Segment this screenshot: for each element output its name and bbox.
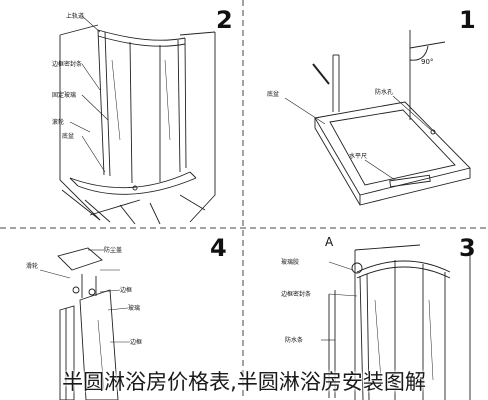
tray-leveling-drawing (284, 30, 471, 206)
sealing-drawing (321, 244, 471, 400)
panel-step-3: 3 A 玻璃胶 边框密封条 防水条 (281, 234, 476, 400)
frame-assembly-drawing (39, 247, 130, 400)
label-roller: 滚轮 (52, 118, 64, 126)
shower-enclosure-drawing (59, 15, 216, 225)
label-spirit-level: 水平尺 (349, 152, 367, 160)
panel-step-4: 4 防尘盖 滑轮 边框 玻璃 边框 (26, 234, 227, 400)
step-number-3: 3 (459, 234, 476, 262)
label-dust-cap: 防尘盖 (104, 246, 122, 254)
label-base-tray: 底盆 (62, 132, 74, 140)
label-waterproof-strip: 防水条 (285, 336, 303, 344)
label-drain-hole: 防水孔 (375, 88, 393, 96)
label-frame-side: 边框 (130, 338, 142, 346)
angle-label: 90° (421, 58, 433, 66)
label-fixed-glass: 固定玻璃 (52, 91, 76, 99)
label-glass: 玻璃 (128, 304, 140, 312)
panel-step-2: 2 上轨道 边框密封条 固定玻璃 滚轮 底盆 (52, 6, 233, 225)
label-base-tray: 底盆 (267, 90, 279, 98)
marker-a: A (325, 235, 334, 249)
label-frame-seal: 边框密封条 (281, 290, 311, 298)
label-top-rail: 上轨道 (66, 12, 84, 20)
label-silicone: 玻璃胶 (281, 258, 299, 266)
label-frame-seal: 边框密封条 (52, 60, 82, 68)
step-number-1: 1 (459, 6, 476, 34)
step-number-2: 2 (216, 6, 233, 34)
label-roller: 滑轮 (26, 262, 38, 270)
step-number-4: 4 (210, 234, 227, 262)
panel-step-1: 1 90° 底盆 防水孔 水平尺 (267, 6, 476, 206)
label-frame-top: 边框 (120, 286, 132, 294)
page-caption: 半圆淋浴房价格表,半圆淋浴房安装图解 (62, 370, 426, 394)
